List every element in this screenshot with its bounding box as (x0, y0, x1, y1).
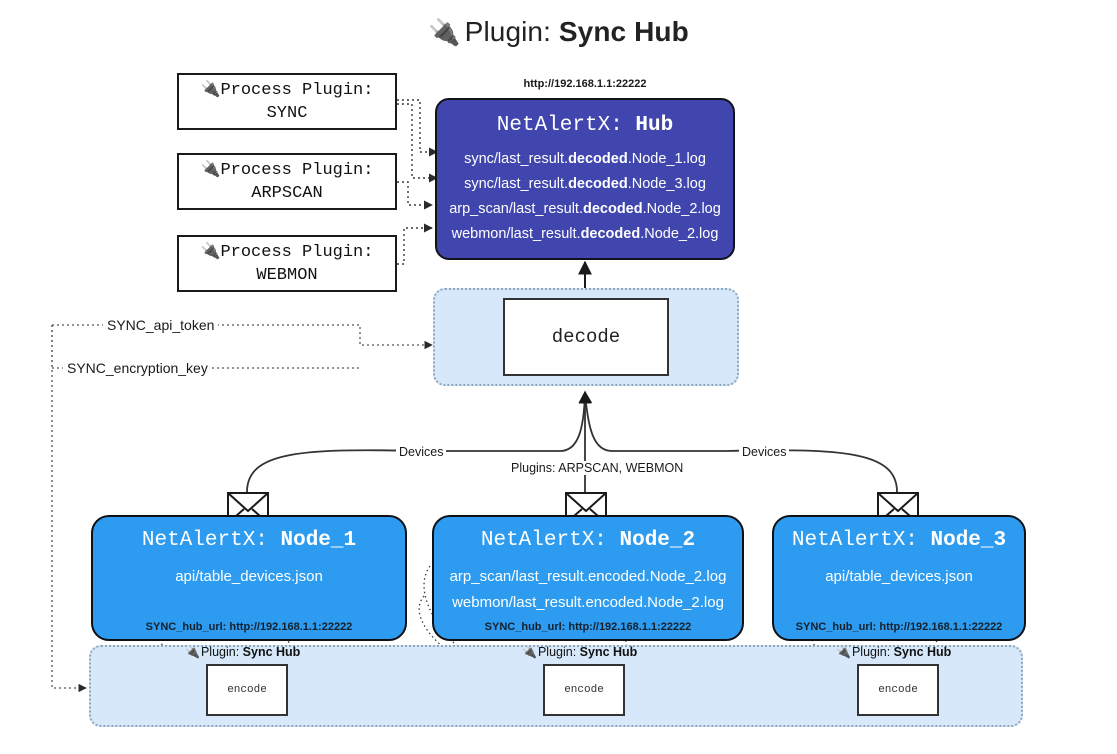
node-title-prefix: NetAlertX: (791, 529, 931, 552)
node-box-node-2[interactable]: NetAlertX: Node_2 arp_scan/last_result.e… (432, 515, 744, 641)
page-title: 🔌Plugin: Sync Hub (0, 16, 1117, 48)
hub-title: NetAlertX: Hub (437, 114, 733, 137)
node-title-name: Node_3 (930, 529, 1007, 552)
node-line: arp_scan/last_result.encoded.Node_2.log (449, 568, 727, 585)
hub-log-item: arp_scan/last_result.decoded.Node_2.log (441, 197, 729, 222)
hub-log-item: sync/last_result.decoded.Node_3.log (441, 172, 729, 197)
edge-label-devices-right: Devices (739, 445, 790, 459)
node-title: NetAlertX: Node_1 (93, 529, 405, 552)
edge-label-plugins-middle: Plugins: ARPSCAN, WEBMON (508, 461, 687, 475)
hub-log-post: .Node_2.log (640, 225, 719, 242)
hub-log-mid: decoded (568, 151, 628, 167)
node-line: webmon/last_result.encoded.Node_2.log (452, 594, 724, 612)
node-line-list: arp_scan/last_result.encoded.Node_2.log … (434, 564, 742, 617)
node-line: api/table_devices.json (175, 568, 323, 585)
token-label-api: SYNC_api_token (103, 317, 219, 333)
hub-title-prefix: NetAlertX: (496, 114, 636, 137)
hub-log-post: .Node_1.log (627, 151, 706, 167)
process-plugin-name: WEBMON (256, 265, 318, 285)
plug-icon: 🔌 (185, 645, 200, 659)
node-line-list: api/table_devices.json (774, 564, 1024, 590)
hub-log-pre: sync/last_result. (464, 175, 569, 192)
encode-caption-name: Sync Hub (579, 645, 638, 659)
node-title-name: Node_2 (619, 529, 696, 552)
hub-log-mid: decoded (568, 175, 628, 192)
hub-log-list: sync/last_result.decoded.Node_1.log sync… (437, 147, 733, 247)
plug-icon: 🔌 (200, 241, 221, 261)
encode-caption-node-3: 🔌Plugin: Sync Hub (836, 645, 951, 659)
node-title: NetAlertX: Node_2 (434, 529, 742, 552)
hub-title-name: Hub (635, 114, 674, 137)
decode-label: decode (551, 326, 621, 348)
hub-log-mid: decoded (582, 200, 643, 217)
hub-log-post: .Node_3.log (627, 175, 706, 192)
hub-box[interactable]: NetAlertX: Hub sync/last_result.decoded.… (435, 98, 735, 260)
process-plugin-label: Process Plugin: (220, 81, 374, 101)
encode-box-node-3[interactable]: encode (857, 664, 939, 716)
plug-icon: 🔌 (522, 645, 537, 659)
node-title-name: Node_1 (280, 529, 357, 552)
process-plugin-name: ARPSCAN (251, 183, 323, 203)
encode-label: encode (564, 684, 604, 696)
process-plugin-name: SYNC (266, 103, 308, 123)
node-title-prefix: NetAlertX: (480, 529, 620, 552)
plug-icon: 🔌 (200, 79, 221, 99)
encode-caption-name: Sync Hub (893, 645, 952, 659)
hub-log-pre: arp_scan/last_result. (449, 200, 583, 217)
node-title-prefix: NetAlertX: (141, 529, 281, 552)
node-line: api/table_devices.json (825, 568, 973, 585)
hub-url-label: http://192.168.1.1:22222 (523, 78, 647, 90)
plug-icon: 🔌 (200, 159, 221, 179)
process-plugin-arpscan[interactable]: 🔌Process Plugin: ARPSCAN (177, 153, 397, 210)
decode-box[interactable]: decode (503, 298, 669, 376)
hub-log-pre: webmon/last_result. (451, 225, 581, 242)
encode-label: encode (878, 684, 918, 696)
process-plugin-webmon[interactable]: 🔌Process Plugin: WEBMON (177, 235, 397, 292)
plug-icon: 🔌 (428, 17, 461, 47)
process-plugin-label: Process Plugin: (220, 243, 374, 263)
plug-icon: 🔌 (836, 645, 851, 659)
node-box-node-3[interactable]: NetAlertX: Node_3 api/table_devices.json… (772, 515, 1026, 641)
hub-log-post: .Node_2.log (642, 200, 721, 217)
page-title-prefix: Plugin: (464, 16, 559, 47)
encode-caption-name: Sync Hub (242, 645, 301, 659)
node-footer: SYNC_hub_url: http://192.168.1.1:22222 (145, 621, 353, 633)
node-title: NetAlertX: Node_3 (774, 529, 1024, 552)
encode-caption-prefix: Plugin: (851, 645, 894, 659)
hub-log-item: webmon/last_result.decoded.Node_2.log (441, 222, 729, 247)
hub-log-mid: decoded (580, 225, 641, 242)
encode-caption-prefix: Plugin: (200, 645, 243, 659)
encode-caption-prefix: Plugin: (537, 645, 580, 659)
encode-label: encode (227, 684, 267, 696)
node-box-node-1[interactable]: NetAlertX: Node_1 api/table_devices.json… (91, 515, 407, 641)
token-label-encryption: SYNC_encryption_key (63, 360, 212, 376)
encode-box-node-1[interactable]: encode (206, 664, 288, 716)
hub-log-pre: sync/last_result. (464, 151, 569, 167)
process-plugin-label: Process Plugin: (220, 161, 374, 181)
edge-label-devices-left: Devices (396, 445, 447, 459)
hub-log-item: sync/last_result.decoded.Node_1.log (441, 147, 729, 172)
encode-caption-node-2: 🔌Plugin: Sync Hub (522, 645, 637, 659)
node-footer: SYNC_hub_url: http://192.168.1.1:22222 (795, 621, 1003, 633)
encode-box-node-2[interactable]: encode (543, 664, 625, 716)
node-line-list: api/table_devices.json (93, 564, 405, 590)
node-footer: SYNC_hub_url: http://192.168.1.1:22222 (484, 621, 692, 633)
page-title-name: Sync Hub (558, 16, 689, 47)
process-plugin-sync[interactable]: 🔌Process Plugin: SYNC (177, 73, 397, 130)
encode-caption-node-1: 🔌Plugin: Sync Hub (185, 645, 300, 659)
